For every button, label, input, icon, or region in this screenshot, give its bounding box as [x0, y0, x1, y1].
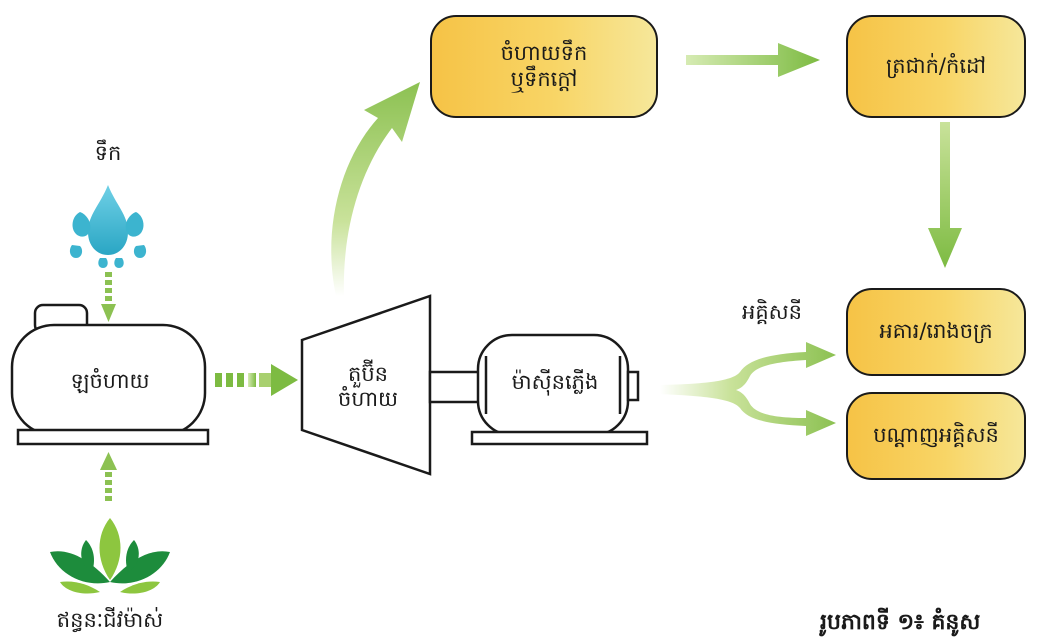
- boiler-to-turbine-arrow: [215, 364, 298, 396]
- steam-hot-water-box: ចំហាយទឹក ឬទឹកក្តៅ: [430, 15, 658, 118]
- steam-to-cooling-arrow: [686, 43, 820, 77]
- generator-label: ម៉ាស៊ីនភ្លើង: [511, 370, 599, 394]
- heating-cooling-box: ត្រជាក់/កំដៅ: [846, 15, 1026, 118]
- water-label: ទឹក: [94, 141, 122, 165]
- leaves-icon: [50, 518, 170, 594]
- boiler-shape: [10, 303, 210, 446]
- water-to-boiler-arrow: [101, 272, 116, 322]
- steam-hot-water-label: ចំហាយទឹក ឬទឹកក្តៅ: [500, 41, 588, 91]
- buildings-factories-box: អគារ/រោងចក្រ: [846, 288, 1026, 376]
- electricity-fork-arrow: [660, 342, 836, 436]
- power-grid-label: បណ្តាញអគ្គិសនី: [873, 423, 999, 448]
- power-grid-box: បណ្តាញអគ្គិសនី: [846, 392, 1026, 480]
- turbine-label-line1: តួប៊ីន: [348, 362, 388, 386]
- boiler-label: ឡចំហាយ: [70, 369, 150, 393]
- shaft: [428, 370, 488, 404]
- cooling-to-buildings-arrow: [928, 122, 962, 268]
- heating-cooling-label: ត្រជាក់/កំដៅ: [886, 53, 986, 78]
- biomass-to-boiler-arrow: [100, 452, 117, 501]
- turbine-to-steam-arrow: [331, 82, 420, 296]
- turbine-shape: [300, 294, 432, 476]
- figure-caption: រូបភាពទី ១៖ គំនូស: [820, 610, 981, 635]
- buildings-factories-label: អគារ/រោងចក្រ: [879, 319, 993, 344]
- biomass-label: ឥន្ធនៈជីវម៉ាស់: [56, 608, 164, 632]
- electricity-label: អគ្គិសនី: [742, 300, 802, 324]
- turbine-label-line2: ចំហាយ: [338, 387, 398, 411]
- water-drop-icon: [69, 185, 147, 268]
- generator-shape: [470, 333, 649, 446]
